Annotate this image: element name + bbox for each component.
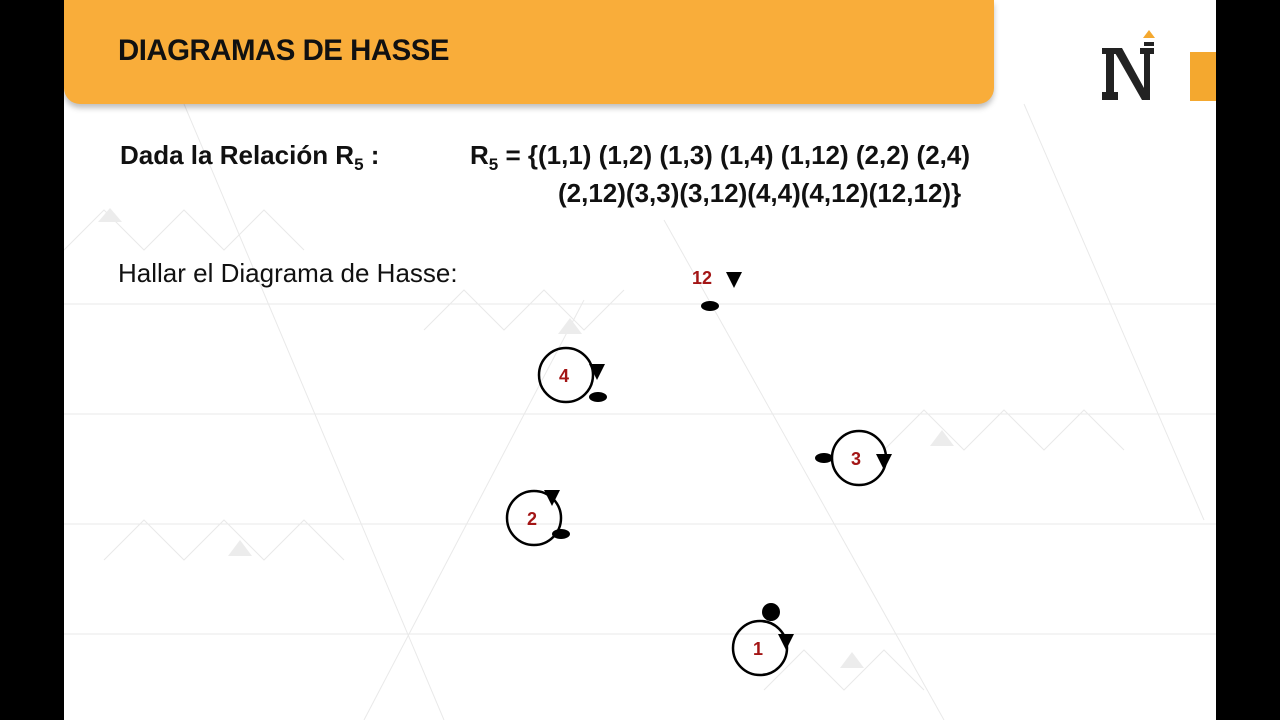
slide: DIAGRAMAS DE HASSE Dada la Relación R5 :… xyxy=(64,0,1216,720)
relation-label-subscript: 5 xyxy=(354,155,364,174)
hasse-diagram: 12 4 3 2 1 xyxy=(505,268,892,677)
node-1-label: 1 xyxy=(753,639,763,659)
node-2: 2 xyxy=(505,489,570,547)
relation-set-line1: R5 = {(1,1) (1,2) (1,3) (1,4) (1,12) (2,… xyxy=(470,140,971,174)
logo-accent-bar xyxy=(1190,52,1216,101)
relation-set-line2: (2,12)(3,3)(3,12)(4,4)(4,12)(12,12)} xyxy=(558,178,962,208)
loop-arrow-icon xyxy=(726,272,742,288)
node-2-loop xyxy=(505,489,563,547)
loop-arrow-icon xyxy=(589,364,605,380)
node-4-label: 4 xyxy=(559,366,569,386)
node-2-dot xyxy=(552,529,570,539)
node-1: 1 xyxy=(731,603,794,677)
loop-arrow-icon xyxy=(876,454,892,470)
node-12-label: 12 xyxy=(692,268,712,288)
instruction-text: Hallar el Diagrama de Hasse: xyxy=(118,258,458,288)
node-3: 3 xyxy=(815,429,892,487)
relation-label-colon: : xyxy=(363,140,380,170)
node-12: 12 xyxy=(692,268,742,311)
relation-set-subscript: 5 xyxy=(488,155,499,174)
node-12-dot xyxy=(701,301,719,311)
relation-set-pairs-1: = {(1,1) (1,2) (1,3) (1,4) (1,12) (2,2) … xyxy=(498,140,971,170)
node-3-label: 3 xyxy=(851,449,861,469)
title-banner: DIAGRAMAS DE HASSE xyxy=(64,0,994,104)
n-logo-icon xyxy=(1102,30,1155,100)
loop-arrow-icon xyxy=(778,634,794,650)
node-4-dot xyxy=(589,392,607,402)
relation-label: Dada la Relación R5 : xyxy=(120,140,380,174)
node-4: 4 xyxy=(537,346,607,404)
relation-label-text: Dada la Relación R xyxy=(120,140,355,170)
relation-set-name: R xyxy=(470,140,489,170)
node-2-label: 2 xyxy=(527,509,537,529)
node-4-loop xyxy=(537,346,595,404)
page-title: DIAGRAMAS DE HASSE xyxy=(118,34,449,67)
node-1-dot xyxy=(762,603,780,621)
loop-arrow-icon xyxy=(544,490,560,506)
node-3-dot xyxy=(815,453,833,463)
